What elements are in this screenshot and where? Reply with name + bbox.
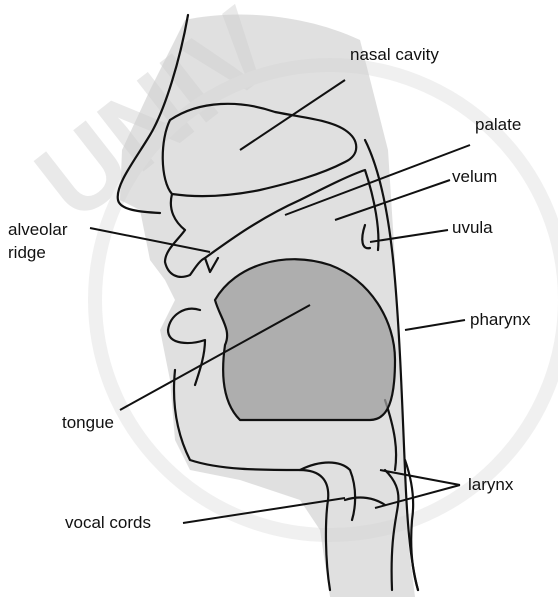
label-pharynx: pharynx [470,310,531,329]
label-alveolar-line2: ridge [8,243,46,262]
label-tongue: tongue [62,413,114,432]
label-alveolar-line1: alveolar [8,220,68,239]
label-vocal-cords: vocal cords [65,513,151,532]
label-velum: velum [452,167,497,186]
label-nasal-cavity: nasal cavity [350,45,439,64]
label-larynx: larynx [468,475,514,494]
label-palate: palate [475,115,521,134]
label-uvula: uvula [452,218,493,237]
leader-pharynx [405,320,465,330]
